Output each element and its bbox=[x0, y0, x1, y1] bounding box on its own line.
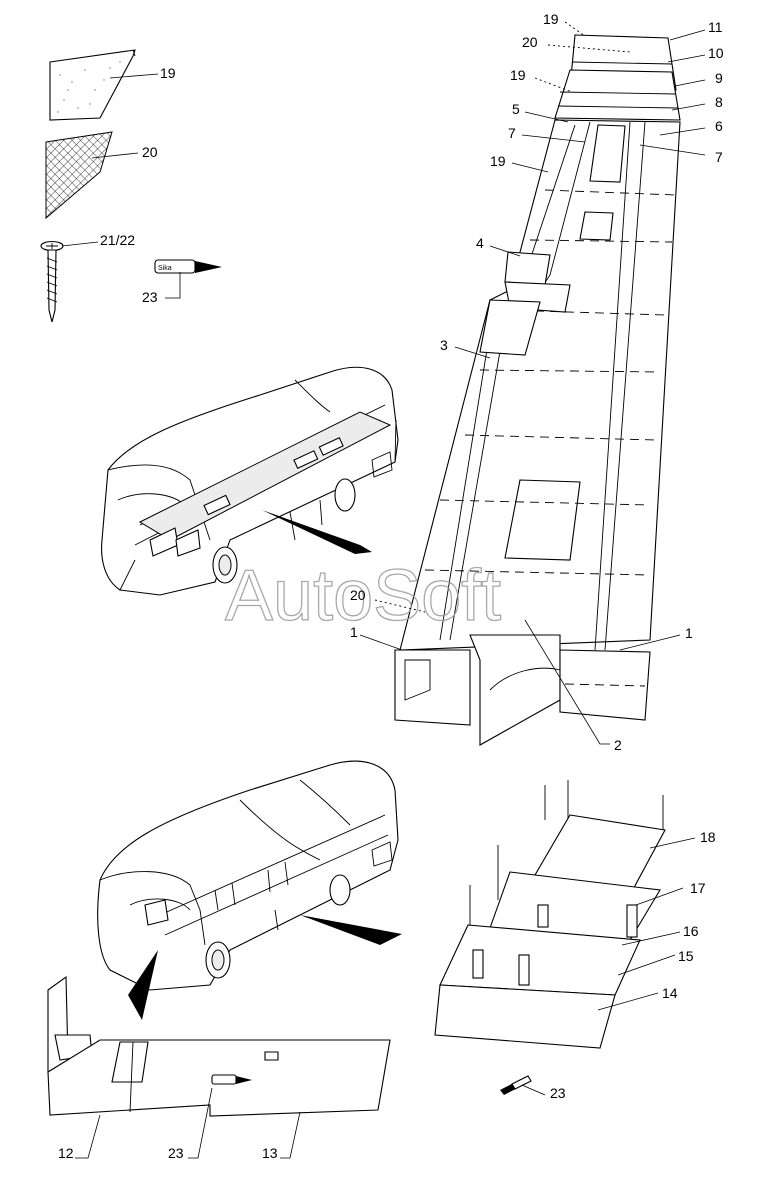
front-floor-panel bbox=[47, 975, 391, 1117]
label-23-legend: 23 bbox=[142, 289, 158, 305]
rear-floor-stack bbox=[434, 780, 666, 1049]
bus-lower-view bbox=[97, 760, 399, 991]
label-13: 13 bbox=[262, 1145, 278, 1161]
bus-upper-view bbox=[101, 366, 399, 596]
label-19-legend: 19 bbox=[160, 65, 176, 81]
mesh-strip-part-20 bbox=[45, 131, 113, 220]
label-11: 11 bbox=[708, 19, 723, 35]
upper-floor-stack bbox=[554, 34, 681, 121]
label-19-mid: 19 bbox=[510, 67, 526, 83]
arrow-to-floor-front bbox=[128, 950, 158, 1020]
label-21-22-legend: 21/22 bbox=[100, 232, 135, 248]
autosoft-watermark: AutoSoft bbox=[225, 556, 501, 636]
screw-part-21-22 bbox=[40, 240, 64, 323]
label-14: 14 bbox=[662, 985, 678, 1001]
label-23-bottom: 23 bbox=[168, 1145, 184, 1161]
label-3: 3 bbox=[440, 337, 448, 353]
label-7-left: 7 bbox=[508, 125, 516, 141]
main-floor-panel bbox=[394, 119, 681, 746]
label-20-top: 20 bbox=[522, 34, 538, 50]
label-6: 6 bbox=[715, 118, 723, 134]
label-15: 15 bbox=[678, 948, 694, 964]
label-23-right: 23 bbox=[550, 1085, 566, 1101]
label-5: 5 bbox=[512, 101, 520, 117]
label-19-top: 19 bbox=[543, 11, 559, 27]
label-8: 8 bbox=[715, 94, 723, 110]
label-17: 17 bbox=[690, 880, 706, 896]
sealant-tube-label: Sika bbox=[158, 265, 172, 272]
label-20-legend: 20 bbox=[142, 144, 158, 160]
label-4: 4 bbox=[476, 235, 484, 251]
label-12: 12 bbox=[58, 1145, 74, 1161]
arrow-to-floor-upper bbox=[262, 510, 372, 554]
label-2: 2 bbox=[614, 737, 622, 753]
label-1-left: 1 bbox=[350, 624, 358, 640]
arrow-to-floor-right bbox=[300, 915, 402, 945]
label-10: 10 bbox=[708, 45, 724, 61]
leader-lines bbox=[61, 21, 706, 1159]
label-18: 18 bbox=[700, 829, 716, 845]
label-16: 16 bbox=[683, 923, 699, 939]
label-7-right: 7 bbox=[715, 149, 723, 165]
label-1-right: 1 bbox=[685, 625, 693, 641]
label-19-lower: 19 bbox=[490, 153, 506, 169]
label-20-floor: 20 bbox=[350, 587, 366, 603]
sealant-tube-part-23-right bbox=[500, 1075, 532, 1095]
label-9: 9 bbox=[715, 70, 723, 86]
callout-labels: 19 20 21/22 23 19 11 20 10 19 9 8 5 6 7 … bbox=[58, 11, 724, 1161]
sealant-tube-part-23-legend: Sika bbox=[154, 259, 222, 274]
felt-strip-part-19 bbox=[49, 49, 136, 121]
